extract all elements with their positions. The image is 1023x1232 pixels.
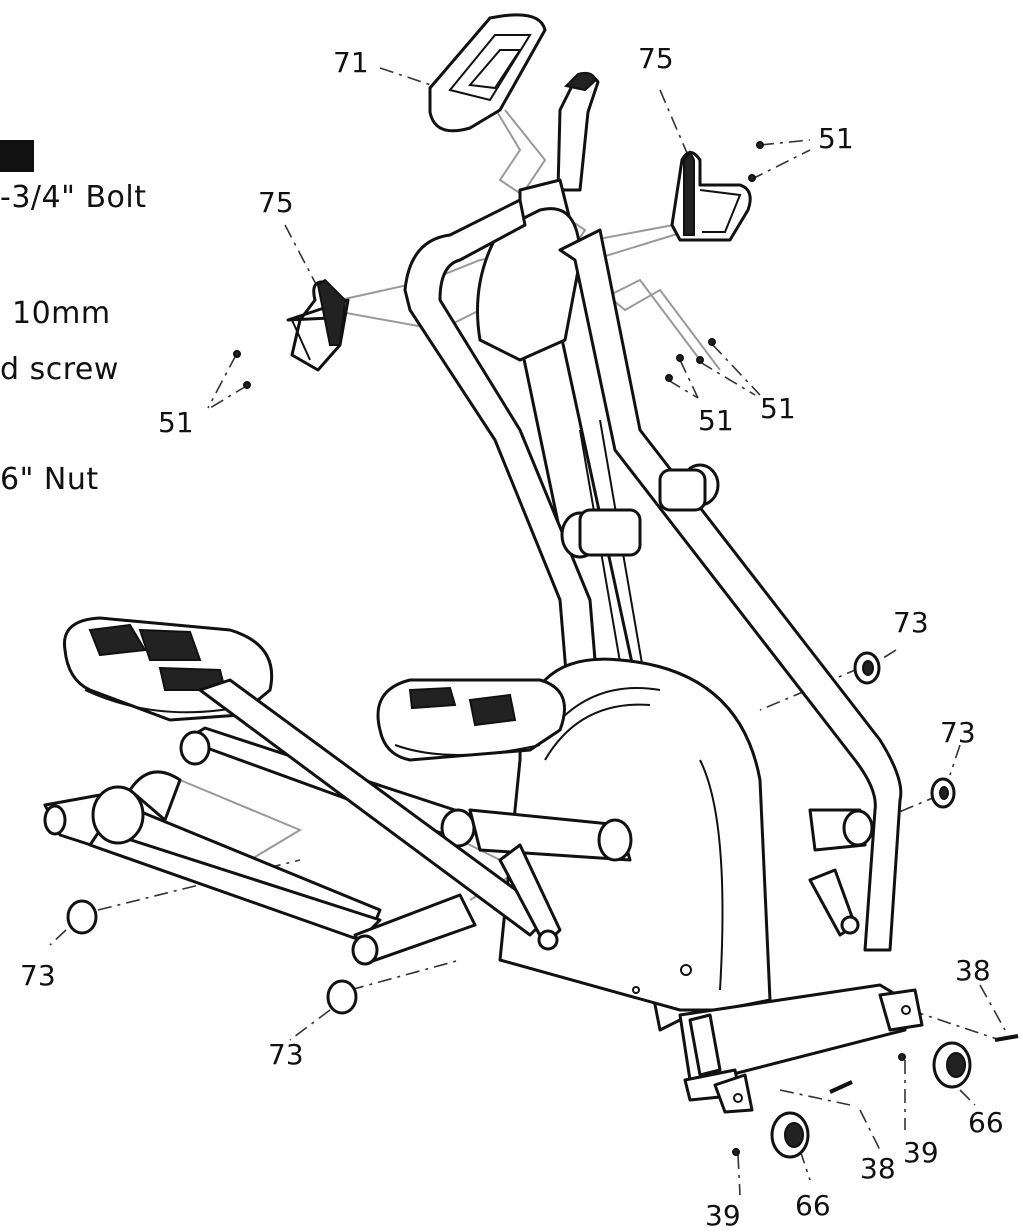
upright-collars (560, 463, 720, 559)
callout-38-bottom: 38 (860, 1152, 896, 1185)
bolts-and-nuts (732, 1034, 1019, 1156)
callout-51-top: 51 (818, 122, 854, 155)
transport-wheels (770, 1041, 972, 1159)
front-stabilizer (678, 983, 924, 1114)
callout-66-right: 66 (968, 1106, 1004, 1139)
legend-swatch (0, 140, 34, 172)
console (428, 13, 547, 133)
rear-rails (43, 770, 477, 966)
right-pedal (376, 678, 566, 762)
callout-73-right-upper: 73 (893, 606, 929, 639)
callout-51-right: 51 (760, 392, 796, 425)
legend-nut-label: 6" Nut (0, 462, 99, 497)
leader-lines (49, 67, 1006, 1196)
callout-39-bottom: 39 (705, 1199, 741, 1232)
callout-66-bottom: 66 (795, 1189, 831, 1222)
callout-51-mid: 51 (698, 404, 734, 437)
callout-39-mid: 39 (903, 1136, 939, 1169)
callout-75-top: 75 (638, 42, 674, 75)
crank-links (498, 843, 860, 951)
flywheel-housing (498, 657, 772, 1012)
callout-labels: 71 75 75 51 51 51 51 73 73 73 73 38 38 3… (20, 42, 1004, 1232)
right-handle-arm (558, 228, 903, 952)
end-caps (66, 651, 956, 1015)
callout-75-left: 75 (258, 186, 294, 219)
bottle-holder-right (670, 150, 752, 242)
pedal-arms (179, 678, 874, 937)
callout-38-top: 38 (955, 954, 991, 987)
bottle-holder-left (286, 278, 350, 372)
legend-size-label: 10mm (12, 296, 111, 331)
screws-51 (233, 141, 764, 389)
console-mast (556, 71, 600, 192)
callout-73-left: 73 (20, 959, 56, 992)
callout-51-left: 51 (158, 406, 194, 439)
callout-71: 71 (333, 46, 369, 79)
callout-73-right-lower: 73 (940, 716, 976, 749)
legend-bolt-label: -3/4" Bolt (0, 180, 147, 215)
callout-73-front: 73 (268, 1038, 304, 1071)
legend-screw-label: d screw (0, 352, 119, 387)
